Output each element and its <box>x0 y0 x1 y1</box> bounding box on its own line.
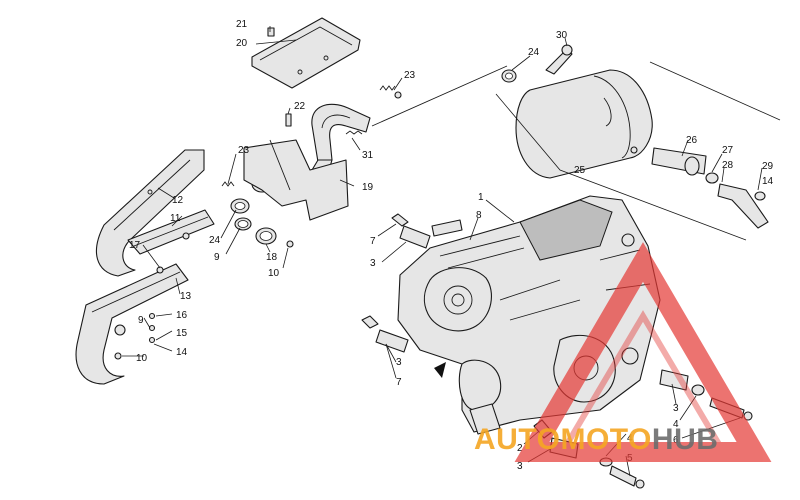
callout-16: 16 <box>176 310 188 321</box>
callout-31: 31 <box>362 150 374 161</box>
callout-24: 24 <box>209 235 221 246</box>
heat-shield-bracket <box>243 139 349 221</box>
callout-24: 24 <box>528 47 540 58</box>
callout-25: 25 <box>574 165 586 176</box>
callout-21: 21 <box>236 19 248 30</box>
svg-text:AUTOMOTOHUB: AUTOMOTOHUB <box>474 423 718 456</box>
callout-28: 28 <box>722 160 734 171</box>
callout-10: 10 <box>268 268 280 279</box>
muffler <box>501 44 653 179</box>
heat-shield-middle <box>127 209 215 255</box>
callout-22: 22 <box>294 101 306 112</box>
heat-shield-upper <box>95 149 205 277</box>
callout-15: 15 <box>176 328 188 339</box>
callout-13: 13 <box>180 291 192 302</box>
small-hardware-left <box>114 27 294 360</box>
callout-27: 27 <box>722 145 734 156</box>
spark-arrestor <box>651 147 769 229</box>
callout-2: 2 <box>517 443 523 454</box>
callout-30: 30 <box>556 30 568 41</box>
callout-9: 9 <box>138 315 144 326</box>
spring-31 <box>345 130 363 135</box>
callout-19: 19 <box>362 182 374 193</box>
callout-9: 9 <box>214 252 220 263</box>
heat-shield-lower <box>75 263 189 385</box>
callout-7: 7 <box>370 236 376 247</box>
watermark-auto: AUTO <box>474 423 560 456</box>
callout-3: 3 <box>370 258 376 269</box>
callout-7: 7 <box>396 377 402 388</box>
callout-11: 11 <box>170 213 181 224</box>
callout-1: 1 <box>478 192 484 203</box>
heat-shield-plate <box>251 17 361 89</box>
callout-labels: 21 20 23 22 23 31 19 12 11 17 24 9 18 10… <box>129 19 774 472</box>
callout-3: 3 <box>517 461 523 472</box>
spring-top <box>379 85 402 99</box>
callout-26: 26 <box>686 135 698 146</box>
engine-mount-upper <box>391 213 431 249</box>
callout-8: 8 <box>476 210 482 221</box>
callout-17: 17 <box>129 240 141 251</box>
callout-12: 12 <box>172 195 184 206</box>
spring-left <box>221 181 235 187</box>
callout-10: 10 <box>136 353 148 364</box>
callout-29: 29 <box>762 161 774 172</box>
callout-23: 23 <box>238 145 250 156</box>
callout-4: 4 <box>627 433 633 444</box>
callout-3: 3 <box>673 403 679 414</box>
gasket-group-left <box>230 198 277 245</box>
callout-14: 14 <box>762 176 774 187</box>
callout-6: 6 <box>673 435 679 446</box>
callout-4: 4 <box>673 419 679 430</box>
callout-20: 20 <box>236 38 248 49</box>
callout-3: 3 <box>396 357 402 368</box>
callout-18: 18 <box>266 252 278 263</box>
watermark-moto: MOTO <box>560 423 651 456</box>
callout-23: 23 <box>404 70 416 81</box>
callout-14: 14 <box>176 347 188 358</box>
watermark-logo: AUTOMOTOHUB <box>474 242 772 462</box>
watermark-hub: HUB <box>652 423 719 456</box>
engine-mount-left <box>361 315 409 353</box>
